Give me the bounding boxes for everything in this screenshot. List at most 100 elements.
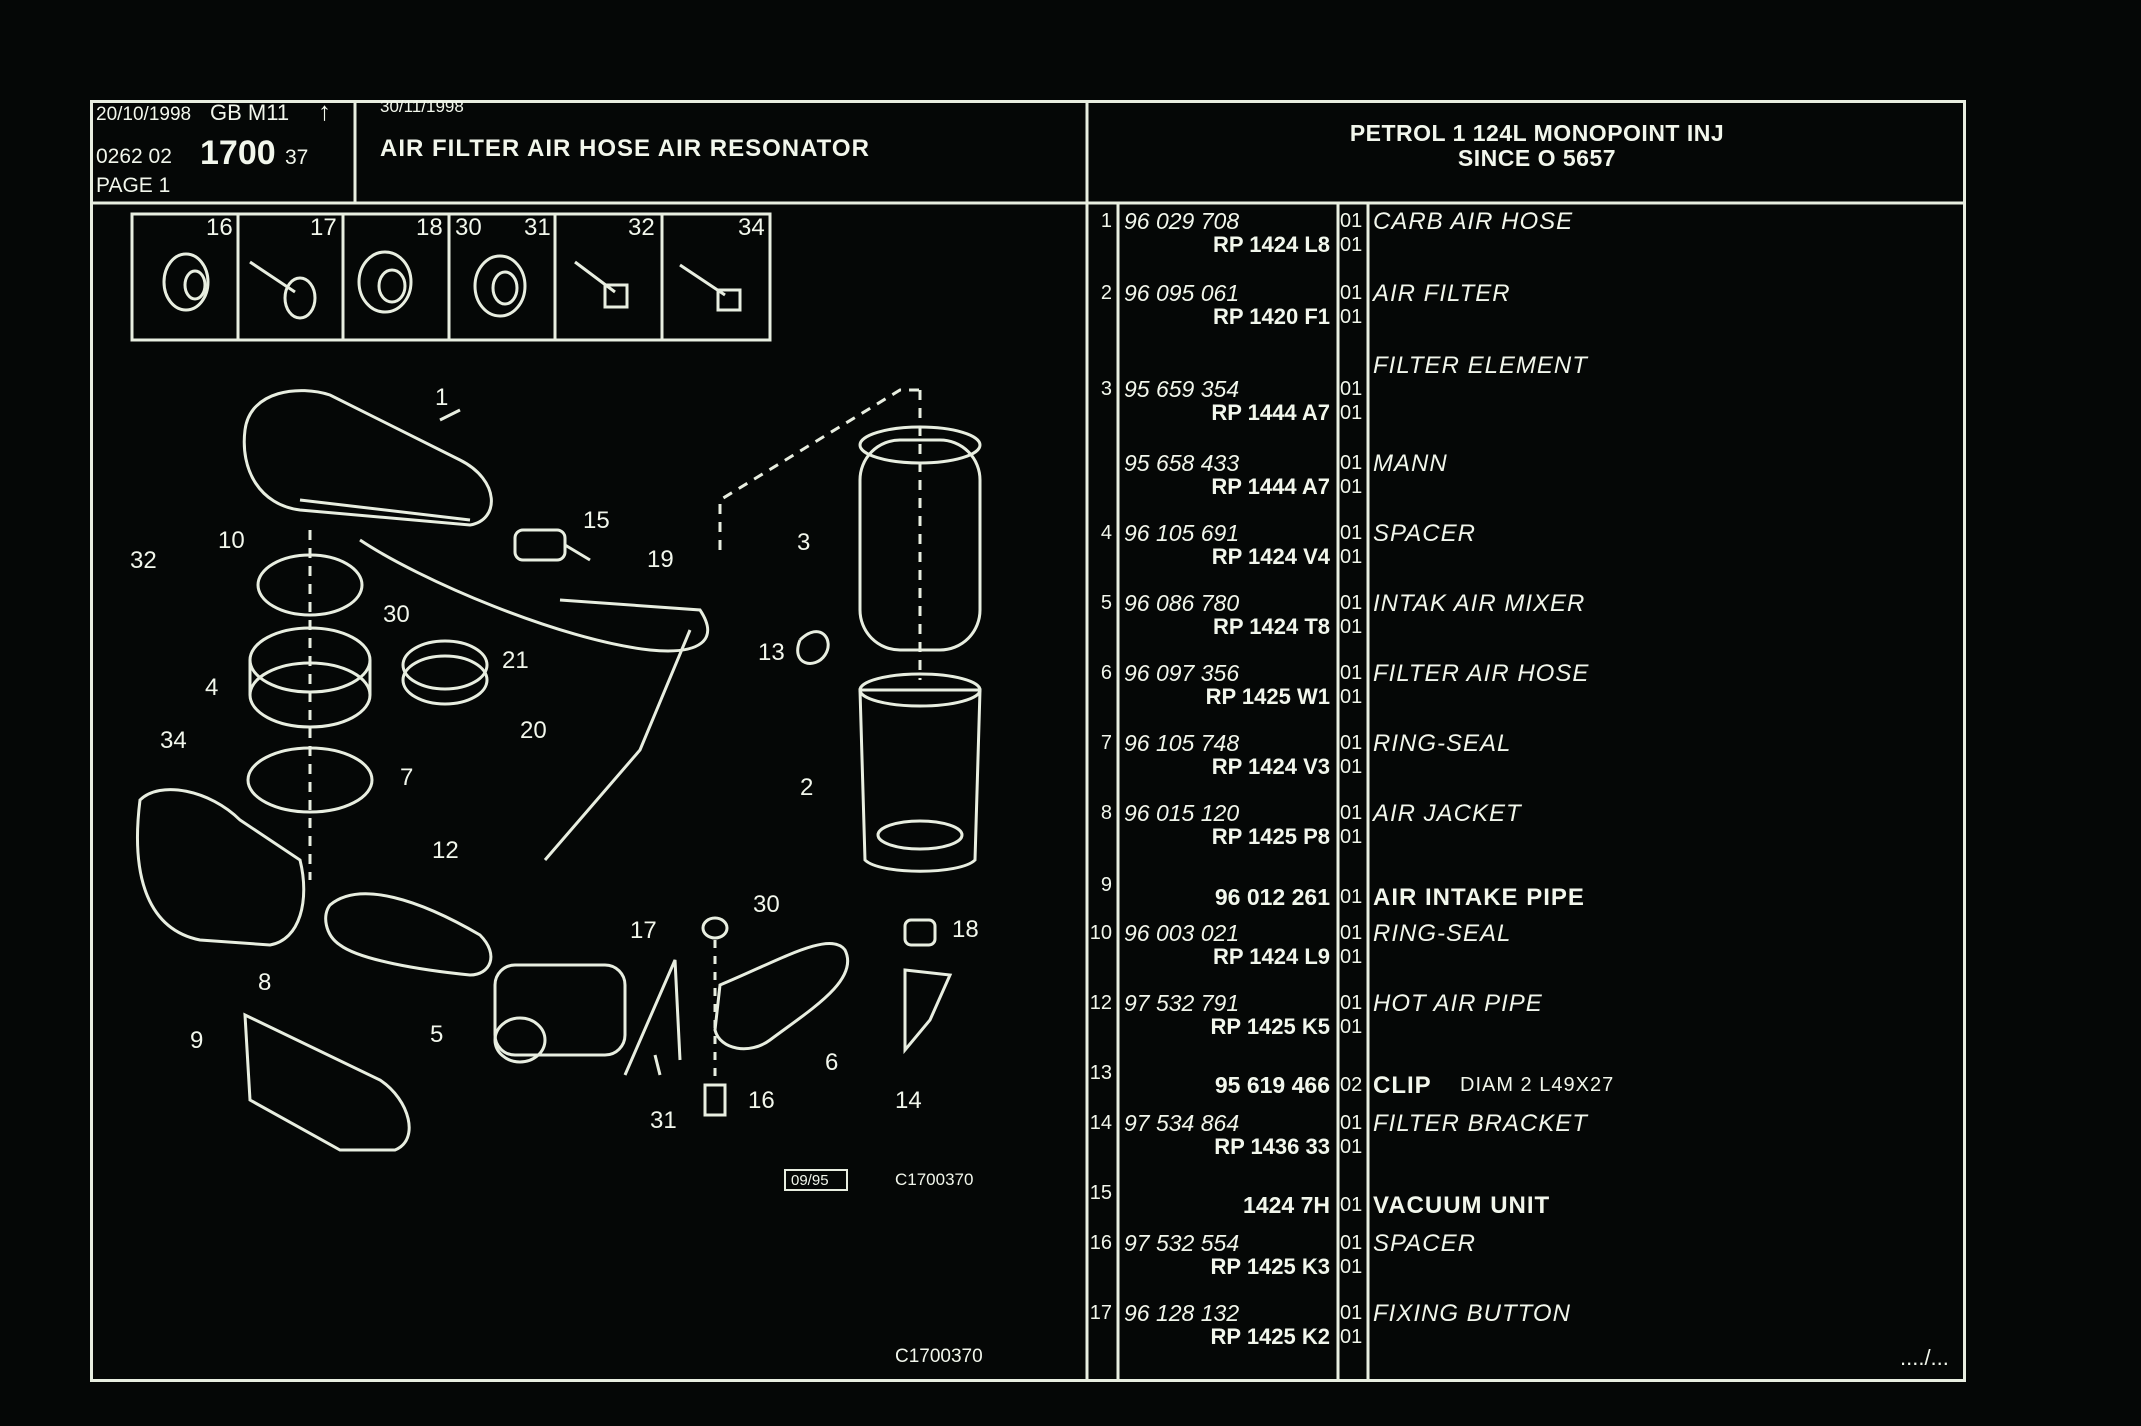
row-number: 13 [1089,1062,1112,1084]
rp-number: RP 1436 33 [1214,1134,1330,1159]
quantity: 01 [1340,402,1363,424]
callout-19: 19 [647,546,674,573]
row-number: 7 [1100,732,1112,754]
row-number: 14 [1089,1112,1112,1134]
thumb-label-17: 17 [310,214,337,241]
quantity: 01 [1340,802,1363,824]
part-description: AIR INTAKE PIPE [1373,884,1585,911]
quantity: 01 [1340,282,1363,304]
row-number: 6 [1100,662,1112,684]
ref-number: 97 532 554 [1124,1230,1240,1256]
quantity: 01 [1340,1256,1363,1278]
ref-number: 95 619 466 [1214,1072,1330,1098]
rp-number: RP 1425 K3 [1210,1254,1330,1279]
quantity: 01 [1340,452,1363,474]
quantity: 01 [1340,662,1363,684]
callout-3: 3 [797,529,810,556]
rp-number: RP 1420 F1 [1212,304,1330,329]
quantity: 01 [1340,686,1363,708]
rp-number: RP 1425 K2 [1210,1324,1330,1349]
row-number: 12 [1089,992,1112,1014]
quantity: 01 [1340,1232,1363,1254]
thumb-label-18: 18 [416,214,443,241]
callout-34: 34 [160,727,187,754]
rp-number: RP 1425 P8 [1211,824,1330,849]
ref-number: 96 012 261 [1214,884,1330,910]
callout-13: 13 [758,639,785,666]
callout-20: 20 [520,717,547,744]
quantity: 01 [1340,476,1363,498]
date-revised: 30/11/1998 [380,97,464,116]
diagram-code-bottom: C1700370 [895,1346,983,1367]
callout-14: 14 [895,1087,922,1114]
callout-21: 21 [502,647,529,674]
ref-number: 96 105 691 [1124,520,1240,546]
part-description: FILTER ELEMENT [1373,352,1588,379]
callout-31: 31 [650,1107,677,1134]
ref-number: 96 097 356 [1124,660,1240,686]
thumb-label-31: 31 [524,214,551,241]
rp-number: RP 1424 L8 [1212,232,1330,257]
row-number: 10 [1089,922,1112,944]
part-description: CARB AIR HOSE [1373,208,1574,235]
callout-15: 15 [583,507,610,534]
callout-9: 9 [190,1027,203,1054]
gb-code: GB M11 [210,100,290,125]
quantity: 01 [1340,732,1363,754]
ref-number: 96 128 132 [1124,1300,1240,1326]
quantity: 01 [1340,886,1363,908]
ref-number: 97 534 864 [1124,1110,1240,1136]
thumb-label-16: 16 [206,214,233,241]
quantity: 01 [1340,522,1363,544]
quantity: 01 [1340,756,1363,778]
part-description: RING-SEAL [1373,920,1512,947]
ref-number: 96 015 120 [1124,800,1240,826]
callout-8: 8 [258,969,271,996]
row-number: 15 [1089,1182,1112,1204]
callout-30b: 30 [753,891,780,918]
rp-number: RP 1424 L9 [1212,944,1330,969]
callout-6: 6 [825,1049,838,1076]
quantity: 01 [1340,546,1363,568]
row-number: 3 [1100,378,1112,400]
rp-number: RP 1424 T8 [1212,614,1330,639]
ref-number: 1424 7H [1243,1192,1330,1218]
ref-number: 95 658 433 [1124,450,1240,476]
page-title: AIR FILTER AIR HOSE AIR RESONATOR [380,135,870,162]
part-description: SPACER [1373,1230,1476,1257]
callout-2: 2 [800,774,813,801]
callout-1: 1 [435,384,448,411]
callout-10: 10 [218,527,245,554]
grommet-icon [162,252,210,312]
callout-18: 18 [952,916,979,943]
quantity: 01 [1340,306,1363,328]
row-number: 17 [1089,1302,1112,1324]
quantity: 01 [1340,946,1363,968]
callout-4: 4 [205,674,218,701]
quantity: 01 [1340,1302,1363,1324]
row-number: 4 [1100,522,1112,544]
exploded-diagram [136,388,982,1152]
quantity: 01 [1340,616,1363,638]
part-description: AIR FILTER [1373,280,1511,307]
quantity: 01 [1340,234,1363,256]
ref-number: 95 659 354 [1124,376,1240,402]
sheet-frame [90,100,1966,1382]
ref-main: 1700 [200,134,276,172]
quantity: 01 [1340,210,1363,232]
date-issued: 20/10/1998 [96,104,192,125]
engine-line-2: SINCE O 5657 [1457,145,1617,171]
quantity: 01 [1340,992,1363,1014]
ref-number: 96 105 748 [1124,730,1240,756]
quantity: 01 [1340,826,1363,848]
part-description: INTAK AIR MIXER [1373,590,1586,617]
part-description: SPACER [1373,520,1476,547]
date-box: 09/95 [791,1172,829,1189]
rp-number: RP 1444 A7 [1211,474,1330,499]
part-description: RING-SEAL [1373,730,1512,757]
row-number: 5 [1100,592,1112,614]
ref-number: 97 532 791 [1124,990,1240,1016]
quantity: 01 [1340,1016,1363,1038]
quantity: 01 [1340,922,1363,944]
